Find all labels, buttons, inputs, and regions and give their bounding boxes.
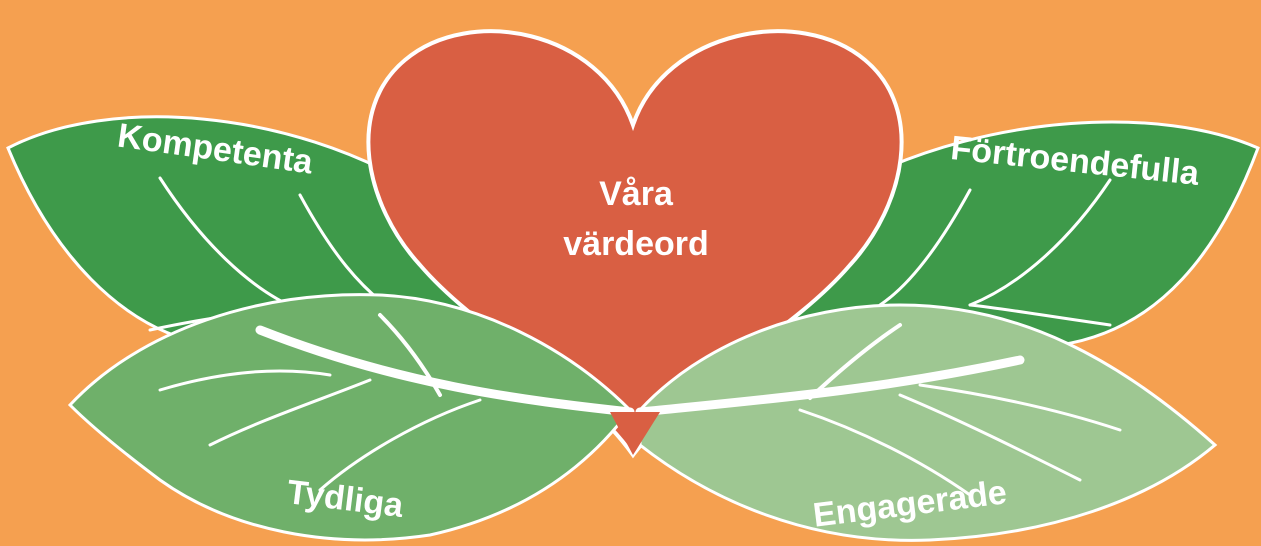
center-line-1: Våra <box>599 175 674 213</box>
heart-tip <box>610 412 660 455</box>
leaf-top-right <box>717 120 1260 356</box>
leaf-bottom-left <box>67 293 635 542</box>
leaf-bottom-right <box>635 303 1218 542</box>
center-line-2: värdeord <box>563 225 709 263</box>
